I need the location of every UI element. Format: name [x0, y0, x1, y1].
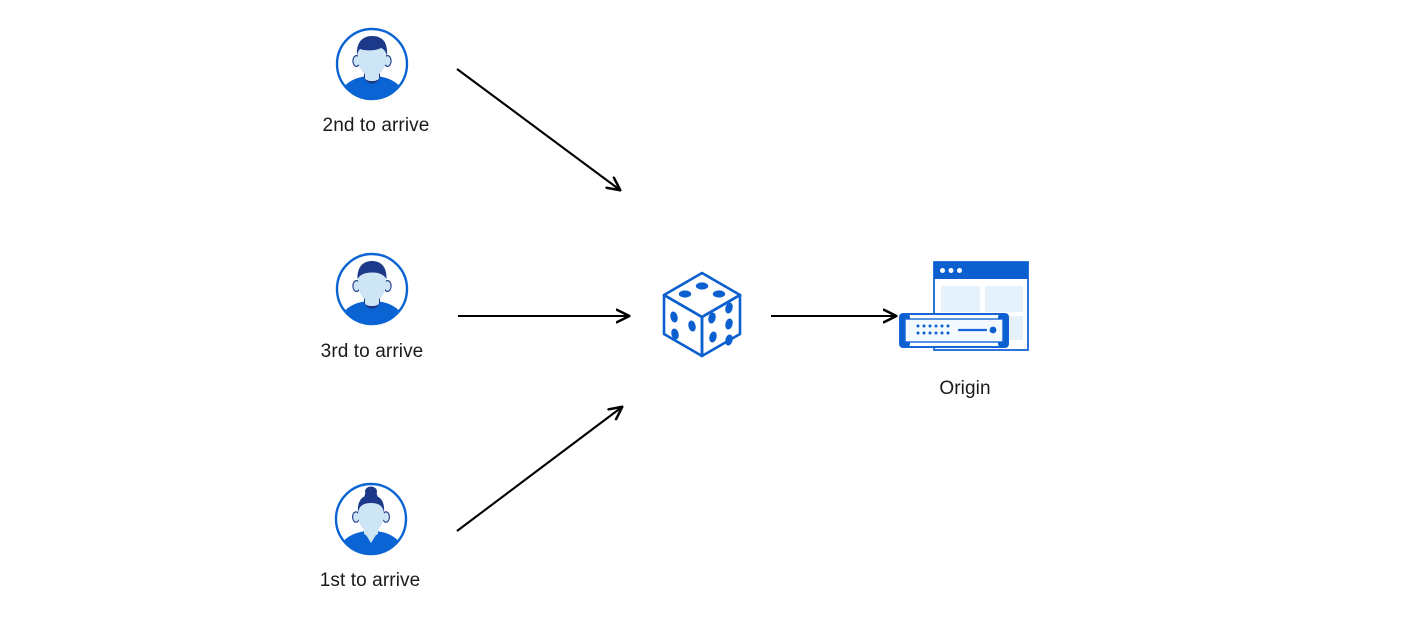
node-actor-3rd[interactable]	[334, 251, 410, 327]
node-label-actor-2nd: 2nd to arrive	[322, 115, 430, 136]
edge-1st-to-dice	[456, 407, 622, 532]
node-actor-1st[interactable]	[333, 481, 409, 557]
user-avatar-icon	[335, 27, 409, 101]
user-avatar-icon	[335, 252, 409, 326]
node-label-actor-1st: 1st to arrive	[319, 570, 421, 591]
node-actor-2nd[interactable]	[334, 26, 410, 102]
node-label-origin: Origin	[939, 378, 991, 399]
user-avatar-icon	[334, 482, 408, 556]
node-origin[interactable]	[896, 258, 1032, 368]
dice-icon	[662, 271, 742, 358]
edge-2nd-to-dice	[456, 68, 620, 190]
node-label-actor-3rd: 3rd to arrive	[320, 341, 424, 362]
server-appliance-icon	[899, 313, 1009, 348]
node-dice[interactable]	[658, 268, 746, 360]
origin-server-icon	[899, 261, 1029, 351]
